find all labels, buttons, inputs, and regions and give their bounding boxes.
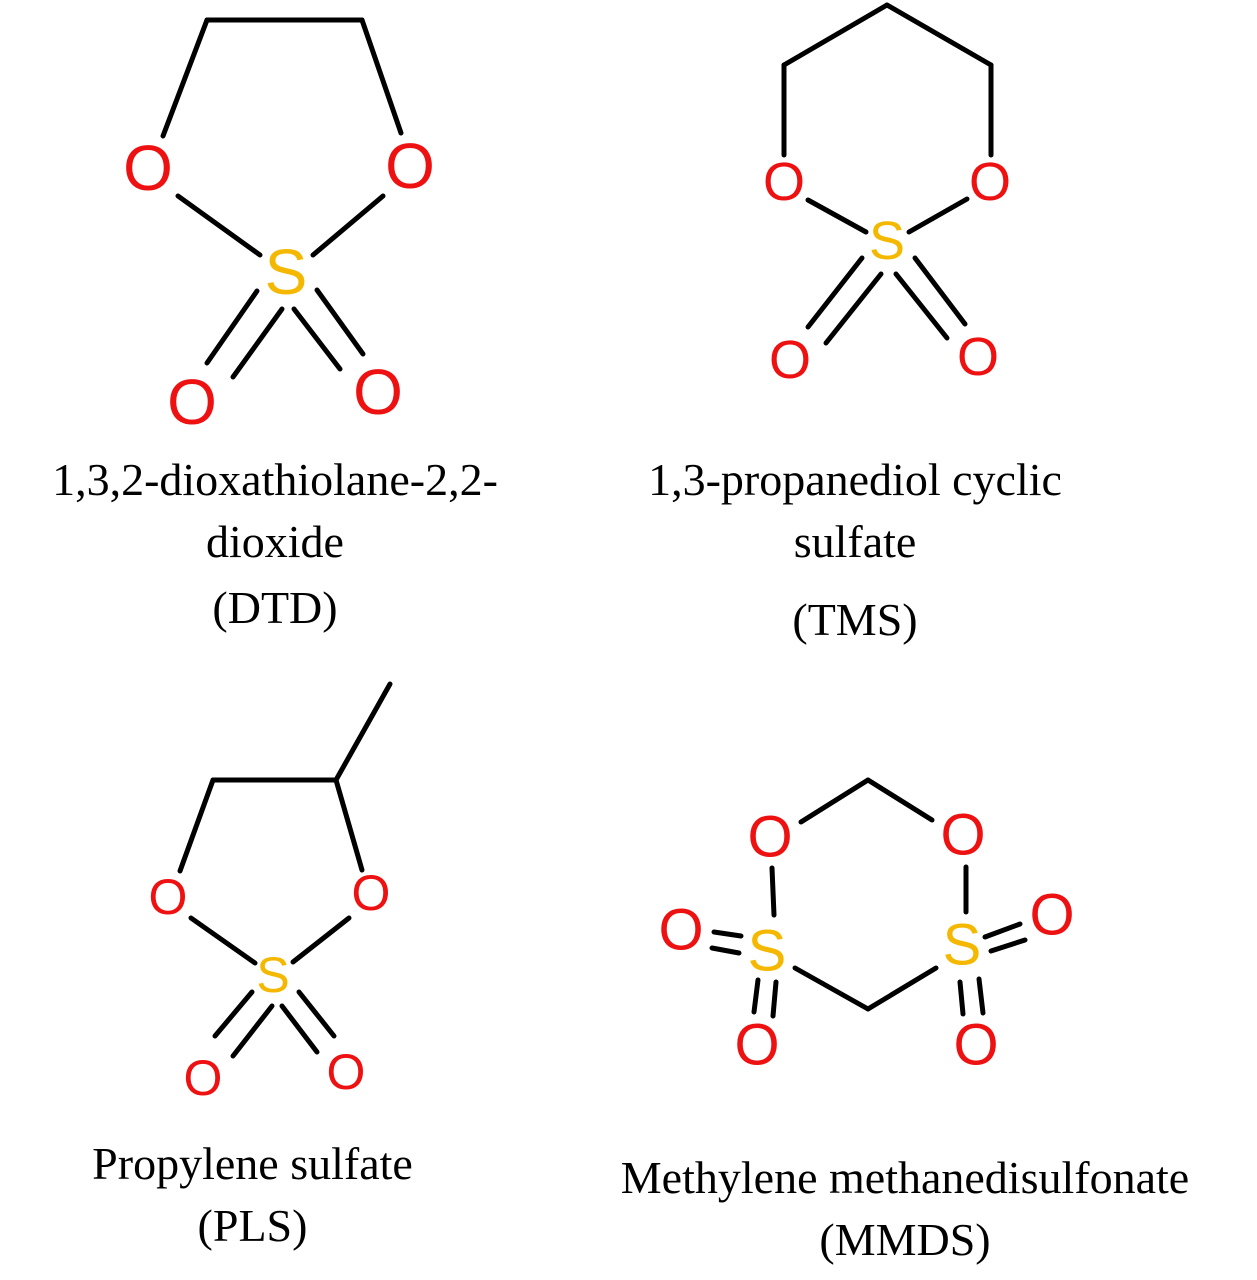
bond: [188, 915, 258, 966]
sulfur-atom: S: [748, 919, 787, 984]
sulfur-atom: S: [943, 913, 982, 978]
double-bond: [291, 306, 343, 372]
bond: [333, 681, 393, 783]
oxygen-atom: O: [1029, 883, 1074, 948]
compound-abbreviation: (DTD): [212, 582, 338, 633]
molecule-pls-structure: O O S O O: [149, 681, 393, 1106]
double-bond: [212, 989, 255, 1039]
molecule-dtd-structure: O O S O O: [123, 17, 435, 438]
oxygen-atom: O: [352, 865, 391, 921]
double-bond: [982, 921, 1023, 940]
oxygen-atom: O: [940, 803, 985, 868]
caption-pls: Propylene sulfate (PLS): [0, 1136, 505, 1254]
bond: [310, 193, 386, 258]
double-bond: [314, 287, 366, 357]
compound-abbreviation: (TMS): [792, 594, 918, 645]
double-bond: [893, 271, 950, 341]
compound-abbreviation: (MMDS): [819, 1214, 991, 1265]
sulfur-atom: S: [869, 211, 905, 271]
double-bond: [204, 288, 260, 366]
molecule-mmds-structure: O O S S O O O O: [658, 777, 1075, 1078]
double-bond: [296, 989, 337, 1039]
oxygen-atom: O: [167, 366, 217, 438]
oxygen-atom: O: [149, 869, 188, 925]
double-bond: [805, 255, 865, 330]
double-bond: [912, 255, 968, 327]
bond: [290, 915, 352, 965]
compound-name-cont: dioxide: [206, 516, 344, 567]
double-bond: [230, 306, 285, 380]
double-bond: [957, 979, 966, 1017]
double-bond: [976, 976, 986, 1016]
double-bond: [279, 1003, 320, 1055]
bond: [865, 965, 939, 1012]
oxygen-atom: O: [953, 1013, 998, 1078]
bond: [359, 17, 404, 136]
bond: [805, 197, 869, 235]
oxygen-atom: O: [123, 132, 173, 204]
caption-dtd: 1,3,2-dioxathiolane-2,2- dioxide (DTD): [0, 452, 560, 636]
double-bond: [823, 271, 884, 346]
double-bond: [230, 1003, 275, 1059]
molecule-tms-structure: O O S O O: [763, 2, 1011, 390]
oxygen-atom: O: [969, 152, 1011, 212]
oxygen-atom: O: [747, 805, 792, 870]
double-bond: [770, 979, 779, 1019]
bond: [792, 965, 871, 1012]
double-bond: [751, 977, 761, 1015]
bond: [781, 2, 890, 68]
bond: [769, 865, 777, 918]
oxygen-atom: O: [327, 1044, 366, 1100]
bond: [798, 777, 871, 825]
caption-mmds: Methylene methanedisulfonate (MMDS): [545, 1150, 1257, 1268]
bond: [175, 193, 263, 258]
oxygen-atom: O: [184, 1050, 223, 1106]
caption-tms: 1,3-propanediol cyclic sulfate (TMS): [575, 452, 1135, 648]
bond: [333, 777, 365, 873]
oxygen-atom: O: [763, 152, 805, 212]
sulfur-atom: S: [256, 947, 289, 1003]
oxygen-atom: O: [385, 130, 435, 202]
bond: [177, 777, 216, 874]
compound-name: 1,3,2-dioxathiolane-2,2-: [52, 454, 498, 505]
oxygen-atom: O: [658, 898, 703, 963]
compound-name-cont: sulfate: [793, 516, 917, 567]
oxygen-atom: O: [734, 1013, 779, 1078]
compound-name: Methylene methanedisulfonate: [620, 1152, 1190, 1203]
double-bond: [709, 945, 742, 956]
compound-name: 1,3-propanediol cyclic: [648, 454, 1062, 505]
sulfur-atom: S: [265, 236, 308, 308]
compound-name: Propylene sulfate: [92, 1138, 413, 1189]
bond: [906, 196, 970, 235]
bond: [865, 777, 935, 823]
oxygen-atom: O: [769, 330, 811, 390]
bond: [160, 17, 210, 139]
compound-abbreviation: (PLS): [197, 1200, 308, 1251]
double-bond: [988, 937, 1028, 954]
oxygen-atom: O: [353, 356, 403, 428]
bond: [884, 2, 994, 68]
oxygen-atom: O: [957, 327, 999, 387]
double-bond: [711, 929, 744, 939]
